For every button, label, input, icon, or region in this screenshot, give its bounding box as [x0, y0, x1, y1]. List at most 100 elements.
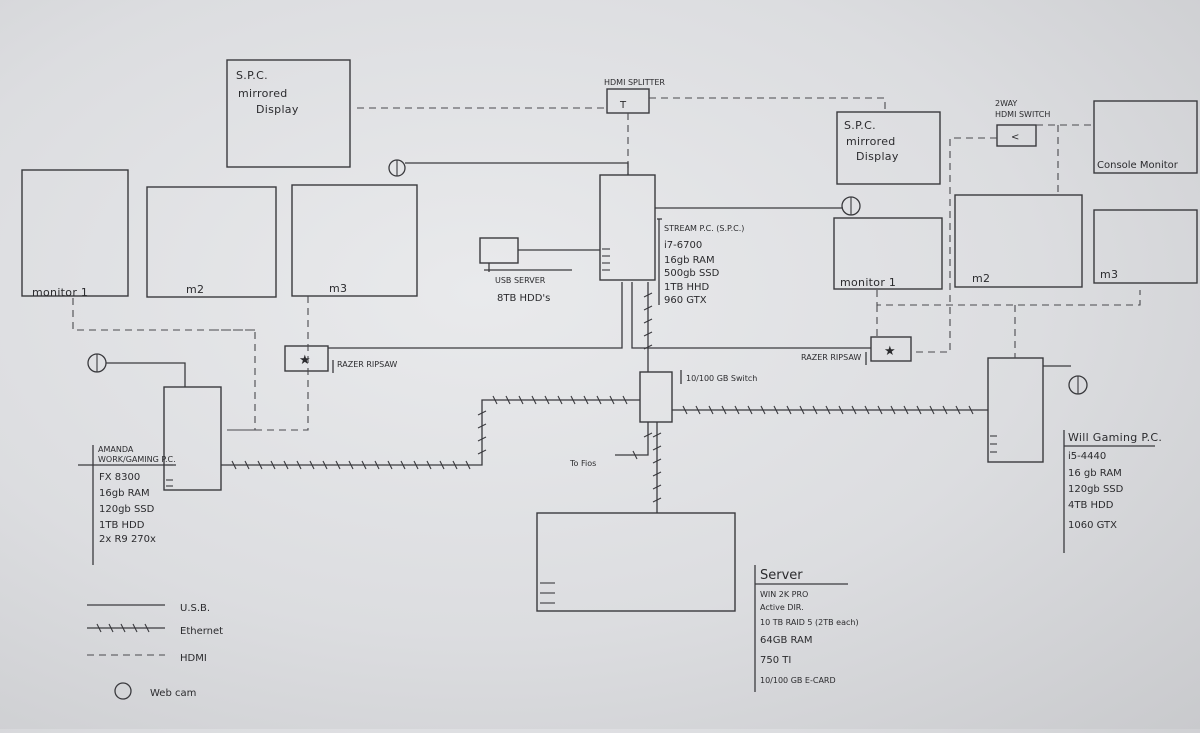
label: RAZER RIPSAW	[801, 353, 861, 362]
ethernet-hatch	[643, 432, 653, 438]
ethernet-hatch	[643, 305, 653, 311]
ethernet-hatch	[916, 405, 922, 415]
ethernet-hatch	[643, 292, 653, 298]
razer-ripsaw-left: ★ RAZER RIPSAW	[284, 345, 397, 373]
splitter-icon: T	[619, 100, 627, 111]
legend-ethernet: Ethernet	[180, 626, 223, 637]
label: m3	[1100, 268, 1118, 281]
ethernet-hatch	[786, 405, 792, 415]
ethernet-hatch	[477, 410, 487, 416]
ethernet-hatch	[838, 405, 844, 415]
ethernet-hatch	[96, 623, 102, 633]
label: HDMI SPLITTER	[604, 78, 665, 87]
spec-item: 1TB HHD	[664, 282, 710, 293]
ethernet-hatch	[505, 395, 511, 405]
ethernet-hatch	[374, 460, 380, 470]
ethernet-hatch	[477, 449, 487, 455]
server-specs: Server WIN 2K PRO Active DIR. 10 TB RAID…	[754, 565, 859, 692]
ethernet-hatch	[643, 318, 653, 324]
label: Display	[856, 150, 899, 163]
right-monitor-3: m3	[1093, 209, 1198, 284]
ethernet-hatch	[387, 460, 393, 470]
ethernet-hatch	[361, 460, 367, 470]
ethernet-hatch	[609, 395, 615, 405]
to-fios-label: To Fios	[569, 459, 596, 468]
ethernet-hatch	[903, 405, 909, 415]
ethernet-hatch	[477, 436, 487, 442]
ethernet-hatch	[492, 395, 498, 405]
label: monitor 1	[32, 286, 88, 299]
ethernet-hatch	[132, 623, 138, 633]
ethernet-hatch	[270, 460, 276, 470]
ethernet-hatch	[682, 405, 688, 415]
ethernet-hatch	[890, 405, 896, 415]
ethernet-hatch	[244, 460, 250, 470]
switch-icon: <	[1011, 132, 1019, 143]
usb-connections	[106, 162, 1071, 387]
ethernet-hatch	[120, 623, 126, 633]
ethernet-hatch	[144, 623, 150, 633]
left-monitor-1: monitor 1	[21, 169, 129, 299]
ethernet-hatch	[955, 405, 961, 415]
spec-item: 120gb SSD	[99, 504, 155, 515]
legend-hdmi: HDMI	[180, 653, 207, 664]
ethernet-hatch	[283, 460, 289, 470]
webcam-icon	[114, 682, 132, 700]
ethernet-hatch	[632, 450, 638, 460]
ethernet-hatch	[322, 460, 328, 470]
label: HDMI SWITCH	[995, 110, 1050, 119]
stream-pc-title: STREAM P.C. (S.P.C.)	[664, 224, 744, 233]
label: RAZER RIPSAW	[337, 360, 397, 369]
ethernet-hatch	[734, 405, 740, 415]
will-pc-specs: Will Gaming P.C. i5-4440 16 gb RAM 120gb…	[1063, 430, 1162, 553]
hdmi-splitter: T HDMI SPLITTER	[604, 78, 665, 114]
ethernet-hatch	[257, 460, 263, 470]
legend-webcam: Web cam	[150, 688, 196, 699]
star-icon: ★	[884, 344, 896, 359]
ethernet-hatch	[108, 623, 114, 633]
ethernet-hatch	[799, 405, 805, 415]
ethernet-hatch	[335, 460, 341, 470]
legend-usb: U.S.B.	[180, 603, 210, 614]
ethernet-hatch	[643, 344, 653, 350]
amanda-pc	[163, 386, 222, 491]
ethernet-hatch	[851, 405, 857, 415]
spec-item: 16gb RAM	[99, 488, 150, 499]
ethernet-hatch	[942, 405, 948, 415]
label: m2	[186, 283, 204, 296]
label: m2	[972, 272, 990, 285]
network-switch: 10/100 GB Switch	[639, 370, 757, 423]
ethernet-hatch	[518, 395, 524, 405]
ethernet-hatches	[231, 292, 974, 503]
server-title: Server	[760, 568, 803, 583]
ethernet-hatch	[231, 460, 237, 470]
will-gaming-pc	[987, 357, 1044, 463]
ethernet-hatch	[877, 405, 883, 415]
label: mirrored	[238, 87, 288, 100]
ethernet-hatch	[721, 405, 727, 415]
webcam-amanda	[87, 353, 107, 373]
label: 8TB HDD's	[497, 293, 550, 304]
server	[536, 512, 736, 612]
spec-item: i7-6700	[664, 240, 702, 251]
label: monitor 1	[840, 276, 896, 289]
ethernet-hatch	[652, 471, 662, 477]
spec-item: 1060 GTX	[1068, 520, 1117, 531]
ethernet-hatch	[968, 405, 974, 415]
stream-pc	[599, 174, 656, 281]
ethernet-hatch	[929, 405, 935, 415]
ethernet-hatch	[309, 460, 315, 470]
ethernet-hatch	[652, 497, 662, 503]
spec-item: 1TB HDD	[99, 520, 145, 531]
label: 2WAY	[995, 99, 1017, 108]
label: Console Monitor	[1097, 160, 1179, 171]
spec-item: 120gb SSD	[1068, 484, 1124, 495]
ethernet-hatch	[348, 460, 354, 470]
ethernet-hatch	[570, 395, 576, 405]
console-monitor: Console Monitor	[1093, 100, 1198, 174]
amanda-pc-title: WORK/GAMING P.C.	[98, 455, 176, 464]
ethernet-hatch	[825, 405, 831, 415]
spec-item: Active DIR.	[760, 603, 804, 612]
